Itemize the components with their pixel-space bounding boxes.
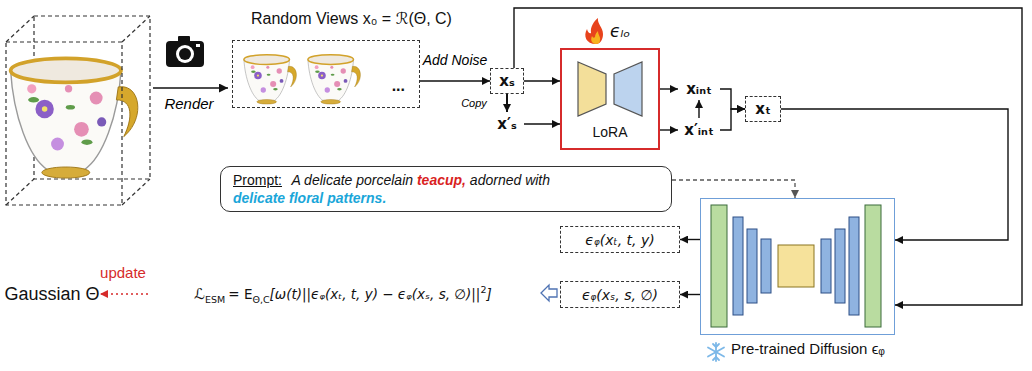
- teacup-view: [244, 55, 297, 104]
- gaussian-label: Gaussian Θ: [4, 281, 100, 307]
- edge-label: Add Noise: [421, 52, 490, 68]
- prompt-box: Prompt: A delicate porcelain teacup, ado…: [220, 166, 672, 212]
- node-text: ϵₗₒ: [610, 21, 630, 41]
- latent-box: xₛ: [490, 68, 524, 94]
- node-text: xₛ: [499, 72, 514, 90]
- node-text: x′ᵢₙₜ: [684, 121, 714, 139]
- node-text: teacup,: [417, 172, 466, 188]
- connector-arrow: [698, 100, 699, 118]
- output-box: ϵᵩ(xₜ, t, y): [560, 226, 680, 253]
- node-text: ...: [392, 77, 405, 95]
- node-text: [ω(t)||ϵᵩ(xₜ, t, y) − ϵᵩ(xₛ, s, ∅)||: [270, 286, 481, 302]
- connector-arrow: [514, 8, 1022, 305]
- dashed-cube-front: [6, 42, 122, 205]
- node-text: Θ,C: [252, 294, 269, 305]
- hollow-arrow: [541, 285, 557, 301]
- latent-copy: x′ₛ: [490, 112, 524, 136]
- teacup-illustration: [11, 58, 138, 178]
- lora-encoder-decoder: [562, 54, 658, 124]
- connector-arrow: [660, 129, 678, 130]
- node-text: 2: [480, 284, 486, 295]
- node-text: adorned with: [470, 172, 550, 188]
- node-text: ]: [486, 286, 491, 302]
- latent-box: xₜ: [745, 96, 781, 122]
- edge-label: Copy: [459, 97, 489, 109]
- views-box: Random Views x₀ = ℛ(Θ, C)...: [232, 40, 420, 108]
- connector-arrow: [506, 94, 508, 112]
- node-text: ESM: [205, 294, 225, 305]
- edge-label: update: [98, 264, 148, 281]
- node-text: xₜ: [755, 100, 771, 118]
- node-text: A delicate porcelain: [291, 172, 413, 188]
- latent-output: xᵢₙₜ: [678, 78, 720, 100]
- connector-arrow: [672, 180, 795, 198]
- arrow-caption: Render: [162, 95, 215, 112]
- connector-arrow: [524, 80, 560, 81]
- node-text: Pre-trained Diffusion ϵᵩ: [731, 340, 885, 357]
- snowflake-icon: [708, 343, 724, 361]
- node-text: Random Views x₀ = ℛ(Θ, C): [251, 9, 452, 28]
- connector-arrow: [720, 89, 745, 109]
- node-text: = E: [228, 286, 252, 302]
- node-text: LoRA: [562, 124, 658, 140]
- node-text: ℒ: [194, 285, 205, 303]
- diffusion-box: Pre-trained Diffusion ϵᵩ: [700, 198, 895, 335]
- connector-arrow: [720, 109, 745, 130]
- lora-box: ϵₗₒLoRA: [560, 48, 660, 150]
- node-text: delicate floral patterns.: [233, 190, 386, 206]
- teacup-view: [308, 55, 361, 104]
- latent-output: x′ᵢₙₜ: [678, 118, 720, 142]
- connector-arrow: [524, 123, 560, 124]
- connector-arrow: [680, 239, 700, 240]
- node-text: x′ₛ: [497, 115, 516, 133]
- connector-arrow: [660, 88, 678, 89]
- node-text: Gaussian Θ: [4, 284, 99, 305]
- loss-formula: ℒESM= EΘ,C[ω(t)||ϵᵩ(xₜ, t, y) − ϵᵩ(xₛ, s…: [148, 281, 538, 313]
- node-text: xᵢₙₜ: [686, 80, 712, 98]
- unet-symbol: [701, 199, 893, 333]
- output-box: ϵᵩ(xₛ, s, ∅): [560, 281, 680, 308]
- connector-arrow: [680, 294, 700, 295]
- fire-icon: [585, 18, 603, 44]
- connector-arrow: [100, 293, 148, 295]
- camera-icon: [166, 36, 204, 67]
- node-text: Prompt:: [233, 172, 282, 188]
- connector-arrow: [420, 80, 490, 81]
- dashed-cube: [6, 16, 150, 205]
- render-arrow: [153, 87, 228, 89]
- node-text: ϵᵩ(xₜ, t, y): [585, 232, 654, 248]
- node-text: ϵᵩ(xₛ, s, ∅): [582, 287, 658, 303]
